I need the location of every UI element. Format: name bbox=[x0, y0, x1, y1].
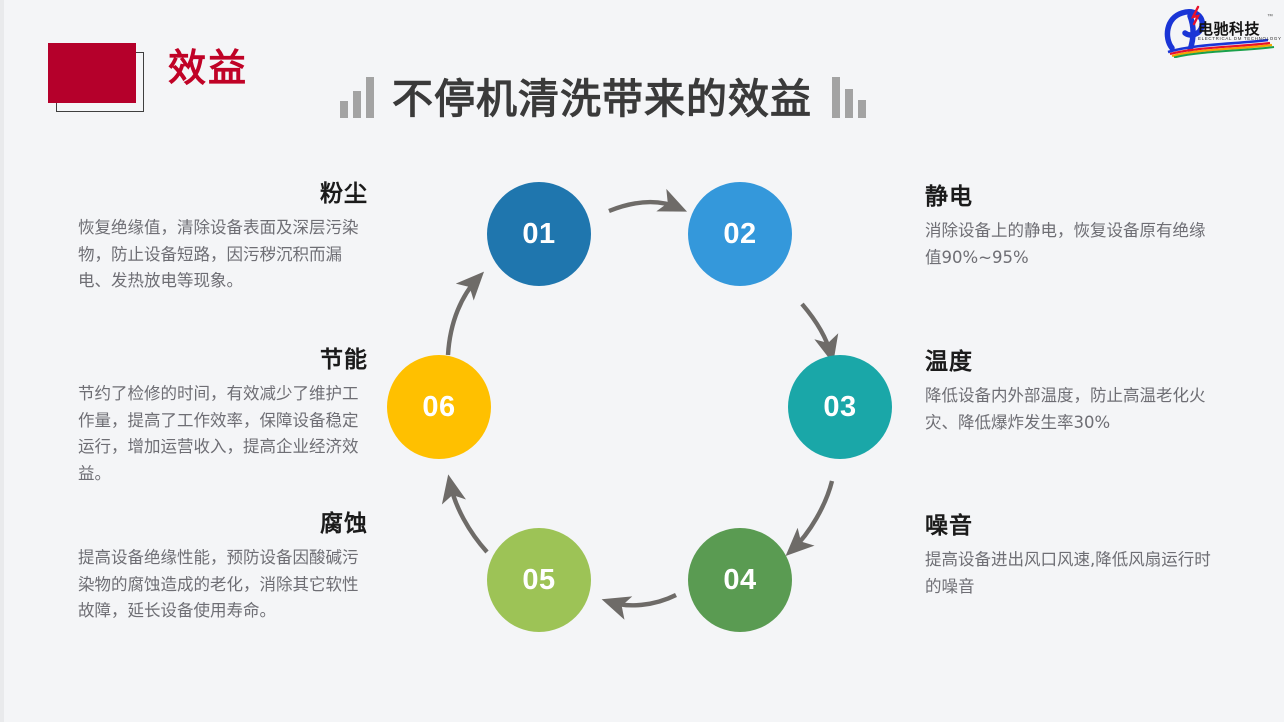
cycle-node-02[interactable]: 02 bbox=[688, 182, 792, 286]
cycle-node-05[interactable]: 05 bbox=[487, 528, 591, 632]
section-badge bbox=[48, 43, 152, 115]
cycle-node-01[interactable]: 01 bbox=[487, 182, 591, 286]
block-body-corrosion: 提高设备绝缘性能，预防设备因酸碱污染物的腐蚀造成的老化，消除其它软性故障，延长设… bbox=[78, 548, 359, 621]
title-row: 不停机清洗带来的效益 bbox=[340, 68, 866, 124]
text-block-energy-saving: 节能 节约了检修的时间，有效减少了维护工作量，提高了工作效率，保障设备稳定运行，… bbox=[78, 348, 368, 488]
block-title-energy-saving: 节能 bbox=[320, 346, 368, 372]
text-block-temperature: 温度 降低设备内外部温度，防止高温老化火灾、降低爆炸发生率30% bbox=[925, 350, 1215, 436]
arrow-06-to-01 bbox=[445, 271, 485, 356]
logo-mark-icon bbox=[1164, 5, 1275, 58]
text-block-corrosion: 腐蚀 提高设备绝缘性能，预防设备因酸碱污染物的腐蚀造成的老化，消除其它软性故障，… bbox=[78, 512, 368, 625]
block-body-static-electricity: 消除设备上的静电，恢复设备原有绝缘值90%~95% bbox=[925, 221, 1206, 267]
arrow-01-to-02 bbox=[608, 188, 688, 214]
arrow-04-to-05 bbox=[601, 593, 677, 620]
block-body-dust: 恢复绝缘值，清除设备表面及深层污染物，防止设备短路，因污秽沉积而漏电、发热放电等… bbox=[78, 218, 359, 291]
bar-chart-descending-icon bbox=[832, 74, 866, 118]
block-title-noise: 噪音 bbox=[925, 512, 973, 538]
bar-chart-ascending-icon bbox=[340, 74, 374, 118]
arrow-03-to-04 bbox=[785, 480, 835, 557]
company-logo: 电驰科技 ELECTRICAL DM TECHNOLOGY ™ bbox=[1160, 4, 1281, 58]
block-title-dust: 粉尘 bbox=[320, 180, 368, 206]
logo-trademark: ™ bbox=[1267, 14, 1273, 20]
cycle-diagram: 01 02 03 04 05 06 bbox=[370, 165, 915, 665]
left-edge-strip bbox=[0, 0, 4, 722]
arrow-05-to-06 bbox=[441, 474, 489, 554]
block-title-static-electricity: 静电 bbox=[925, 183, 973, 209]
cycle-arrows bbox=[441, 188, 839, 620]
block-body-energy-saving: 节约了检修的时间，有效减少了维护工作量，提高了工作效率，保障设备稳定运行，增加运… bbox=[78, 384, 359, 484]
block-title-corrosion: 腐蚀 bbox=[320, 510, 368, 536]
block-body-temperature: 降低设备内外部温度，防止高温老化火灾、降低爆炸发生率30% bbox=[925, 386, 1206, 432]
logo-english-name: ELECTRICAL DM TECHNOLOGY bbox=[1198, 36, 1282, 41]
block-title-temperature: 温度 bbox=[925, 348, 973, 374]
cycle-node-04[interactable]: 04 bbox=[688, 528, 792, 632]
logo-chinese-name: 电驰科技 bbox=[1198, 20, 1261, 38]
arrow-02-to-03 bbox=[800, 302, 839, 364]
cycle-node-06[interactable]: 06 bbox=[387, 355, 491, 459]
text-block-static-electricity: 静电 消除设备上的静电，恢复设备原有绝缘值90%~95% bbox=[925, 185, 1215, 271]
page-title: 不停机清洗带来的效益 bbox=[392, 76, 812, 122]
text-block-dust: 粉尘 恢复绝缘值，清除设备表面及深层污染物，防止设备短路，因污秽沉积而漏电、发热… bbox=[78, 182, 368, 295]
block-body-noise: 提高设备进出风口风速,降低风扇运行时的噪音 bbox=[925, 550, 1211, 596]
badge-label: 效益 bbox=[168, 48, 249, 90]
badge-red-square bbox=[48, 43, 136, 103]
text-block-noise: 噪音 提高设备进出风口风速,降低风扇运行时的噪音 bbox=[925, 514, 1215, 600]
cycle-node-03[interactable]: 03 bbox=[788, 355, 892, 459]
